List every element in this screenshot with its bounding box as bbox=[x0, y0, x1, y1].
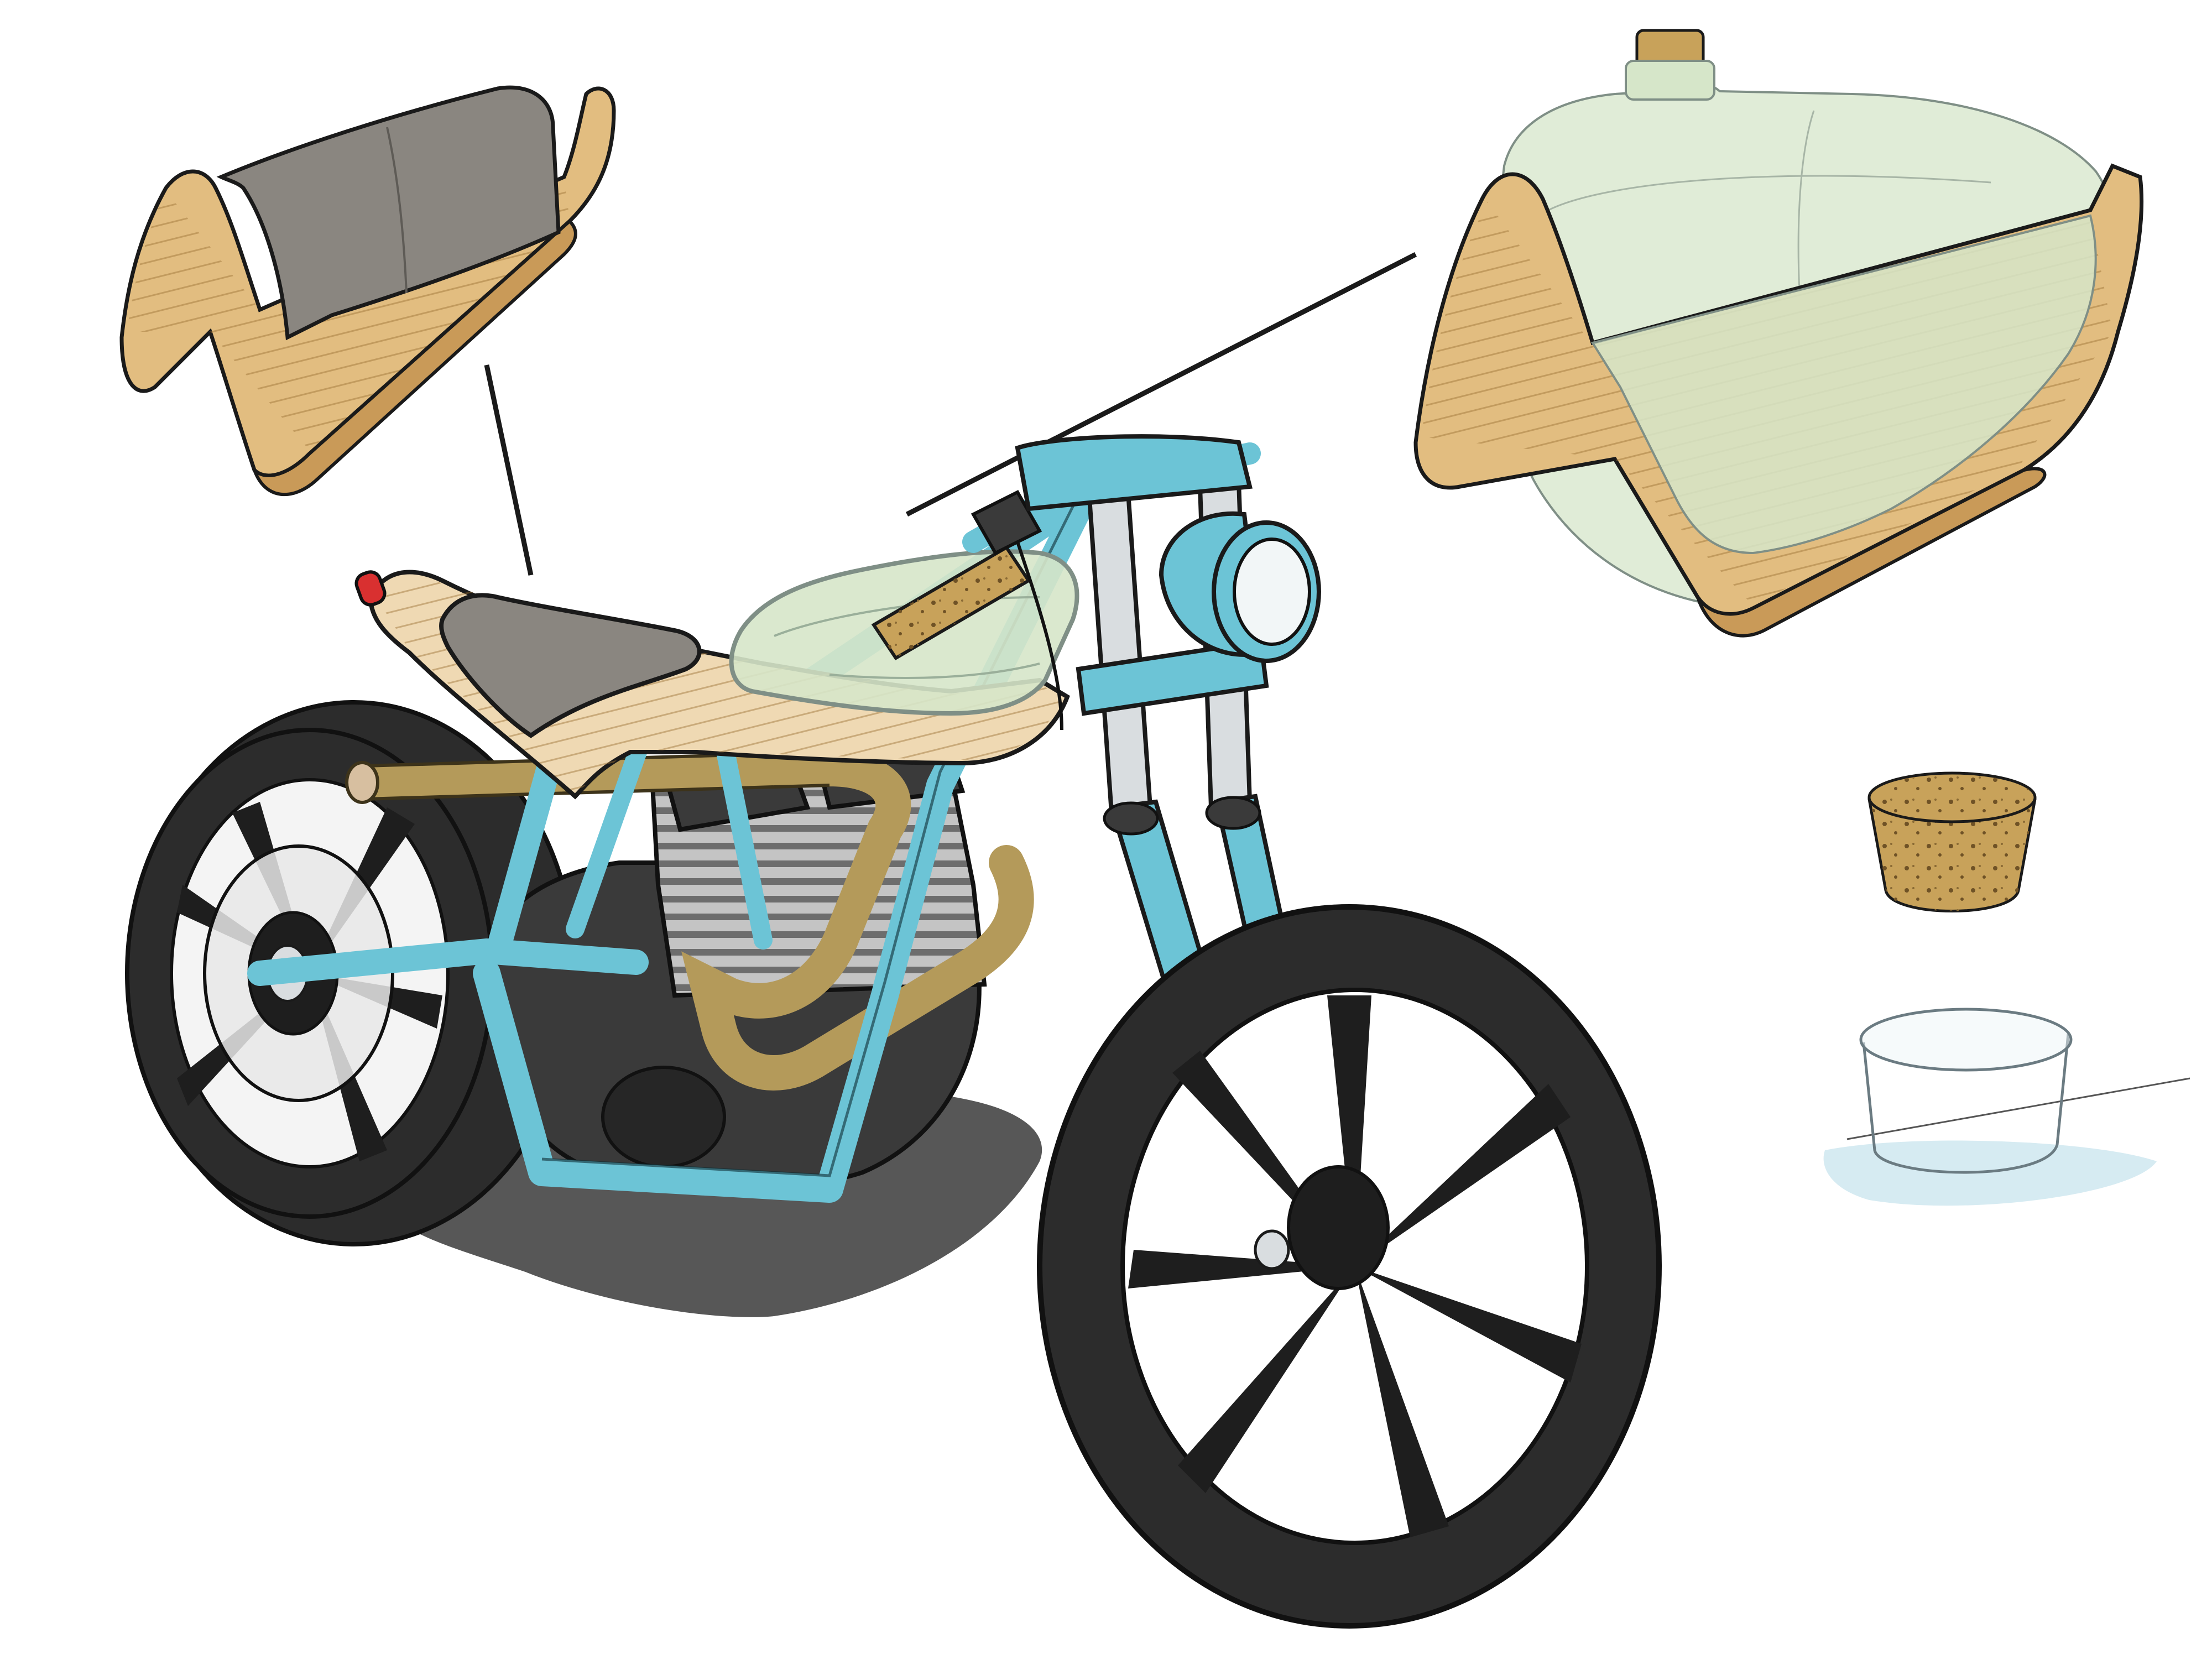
tank-detail-sketch bbox=[1413, 29, 2144, 638]
motorcycle-main bbox=[125, 434, 1662, 1629]
callout-line-seat bbox=[484, 364, 534, 576]
fork-tube-left bbox=[1087, 489, 1153, 816]
front-wheel bbox=[1037, 904, 1662, 1629]
fork-seal-right bbox=[1205, 796, 1261, 830]
seat-detail-wood-side bbox=[253, 218, 577, 497]
tank-detail-glass-front bbox=[1590, 214, 2097, 555]
headlight-lens bbox=[1233, 538, 1311, 646]
headlight bbox=[1159, 511, 1321, 663]
exhaust-tip bbox=[345, 761, 379, 804]
glass-neck-detail bbox=[1823, 1008, 2190, 1206]
glass-neck-table-line bbox=[1846, 1077, 2190, 1140]
seat-pad bbox=[439, 593, 702, 738]
seat-detail-pad-seam bbox=[386, 127, 408, 294]
taillight bbox=[354, 570, 387, 607]
front-axle-nut bbox=[1254, 1229, 1290, 1270]
callout-line-tank bbox=[905, 252, 1417, 517]
throttle-cable bbox=[1016, 541, 1063, 731]
triple-clamp bbox=[1076, 639, 1269, 716]
front-hub bbox=[1287, 1165, 1390, 1290]
tank-detail-glass-neck bbox=[1625, 60, 1715, 101]
glass-neck-water-surface bbox=[1823, 1140, 2157, 1206]
engine-side-cover bbox=[601, 1066, 726, 1168]
cork-stopper-detail bbox=[1867, 771, 2037, 912]
glass-neck-rim bbox=[1859, 1008, 2073, 1072]
handlebar-switch-block bbox=[971, 490, 1042, 555]
top-clamp bbox=[1015, 434, 1253, 512]
tank-detail-wood-edge bbox=[1696, 467, 2047, 638]
glass-neck-body bbox=[1862, 1034, 2070, 1174]
cork-stopper-top-texture bbox=[1870, 774, 2034, 821]
seat-detail-sketch bbox=[119, 85, 616, 497]
exhaust-pipe bbox=[347, 750, 1034, 1091]
fork-seal-left bbox=[1103, 801, 1159, 836]
cork-grip-texture bbox=[874, 547, 1029, 658]
seat-detail-pad bbox=[216, 85, 561, 341]
